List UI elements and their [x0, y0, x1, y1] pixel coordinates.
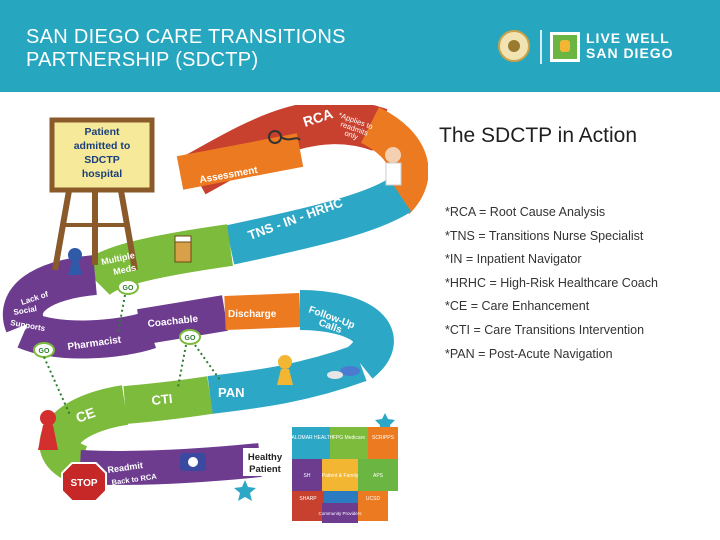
sign-line-1: Patient [84, 126, 120, 138]
svg-text:SH: SH [304, 473, 311, 479]
road-tns [225, 177, 412, 265]
svg-text:SCRIPPS: SCRIPPS [372, 435, 395, 441]
road-coachable [137, 295, 228, 345]
abbreviation-item: *IN = Inpatient Navigator [445, 252, 582, 267]
scale-icon [180, 453, 206, 471]
stethoscope-icon [268, 130, 301, 144]
admission-easel: Patient admitted to SDCTP hospital [49, 117, 155, 271]
svg-text:Community Providers: Community Providers [318, 511, 362, 516]
title-line-1: SAN DIEGO CARE TRANSITIONS [26, 26, 346, 48]
svg-text:APS: APS [373, 473, 384, 479]
star-icon [234, 480, 256, 501]
label-discharge: Discharge [228, 309, 277, 320]
label-pan: PAN [218, 385, 244, 400]
abbreviation-item: *CTI = Care Transitions Intervention [445, 322, 645, 337]
label-readmit-1: Readmit [107, 460, 144, 475]
road-followup [299, 290, 394, 379]
label-meds-2: Meds [112, 262, 137, 277]
road-cti [123, 376, 213, 424]
go-badge: GO [117, 279, 139, 295]
sign-line-2: admitted to [74, 140, 131, 152]
svg-text:PALOMAR HEALTH: PALOMAR HEALTH [289, 435, 334, 441]
sign-line-3: SDCTP [84, 154, 120, 166]
road-discharge [224, 293, 301, 330]
go-badge: GO [33, 342, 55, 358]
pill-bottle-icon [174, 235, 192, 263]
healthy-patient: Healthy Patient [243, 448, 288, 476]
label-coachable: Coachable [147, 314, 199, 330]
road-rca-cap [360, 107, 428, 215]
page-title: SAN DIEGO CARE TRANSITIONS PARTNERSHIP (… [26, 26, 346, 72]
abbreviation-item: *RCA = Root Cause Analysis [445, 205, 606, 219]
road-pan [207, 345, 367, 414]
dotted-connector [43, 356, 71, 416]
dotted-connector [177, 344, 187, 388]
logo-text-line-2: SAN DIEGO [586, 45, 674, 61]
go-badge: GO [179, 329, 201, 345]
logo-text-line-1: LIVE WELL [586, 30, 670, 46]
label-ce: CE [74, 404, 98, 426]
live-well-text: LIVE WELL SAN DIEGO [586, 31, 674, 61]
header-bar: SAN DIEGO CARE TRANSITIONS PARTNERSHIP (… [0, 0, 720, 92]
road-meds [80, 224, 233, 297]
road-pharmacist [17, 311, 157, 359]
live-well-mark-icon [550, 32, 580, 62]
pawn-blue-icon [68, 248, 82, 275]
pills-icon [327, 366, 360, 379]
svg-text:FPG Medicare: FPG Medicare [333, 435, 365, 441]
county-seal-icon [498, 30, 530, 62]
label-lack-2: Social [13, 304, 38, 317]
nurse-icon [385, 147, 402, 186]
svg-text:GO: GO [39, 348, 50, 355]
svg-text:UCSD: UCSD [366, 496, 381, 502]
logo-divider [540, 30, 542, 64]
label-cti: CTI [151, 391, 173, 408]
stop-sign-icon: STOP [61, 462, 107, 502]
title-line-2: PARTNERSHIP (SDCTP) [26, 49, 259, 71]
label-healthy-1: Healthy [248, 452, 283, 463]
road-ce [39, 385, 129, 484]
pawn-red-icon [38, 410, 58, 450]
abbreviation-item: *TNS = Transitions Nurse Specialist [445, 228, 644, 243]
care-transitions-board-game: Patient admitted to SDCTP hospital RCA *… [2, 105, 428, 523]
svg-text:SHARP: SHARP [299, 496, 317, 502]
dotted-connector [194, 344, 221, 381]
abbreviation-item: *PAN = Post-Acute Navigation [445, 346, 613, 361]
svg-text:GO: GO [123, 285, 134, 292]
pawn-yellow-icon [277, 355, 293, 385]
sign-line-4: hospital [82, 168, 122, 180]
svg-text:Patient & Family: Patient & Family [322, 473, 359, 479]
abbreviation-item: *CE = Care Enhancement [445, 299, 590, 314]
dotted-connector [117, 294, 126, 334]
svg-text:STOP: STOP [70, 478, 97, 489]
label-healthy-2: Patient [249, 464, 282, 475]
abbreviation-list: *RCA = Root Cause Analysis *TNS = Transi… [445, 201, 658, 366]
svg-text:GO: GO [185, 335, 196, 342]
section-title: The SDCTP in Action [439, 124, 638, 147]
road-assessment-band [176, 133, 304, 190]
live-well-logo: LIVE WELL SAN DIEGO [498, 28, 688, 68]
partners-puzzle: PALOMAR HEALTH FPG Medicare SCRIPPS SH P… [289, 427, 398, 523]
abbreviation-item: *HRHC = High-Risk Healthcare Coach [445, 275, 658, 290]
road-lack [2, 255, 98, 333]
